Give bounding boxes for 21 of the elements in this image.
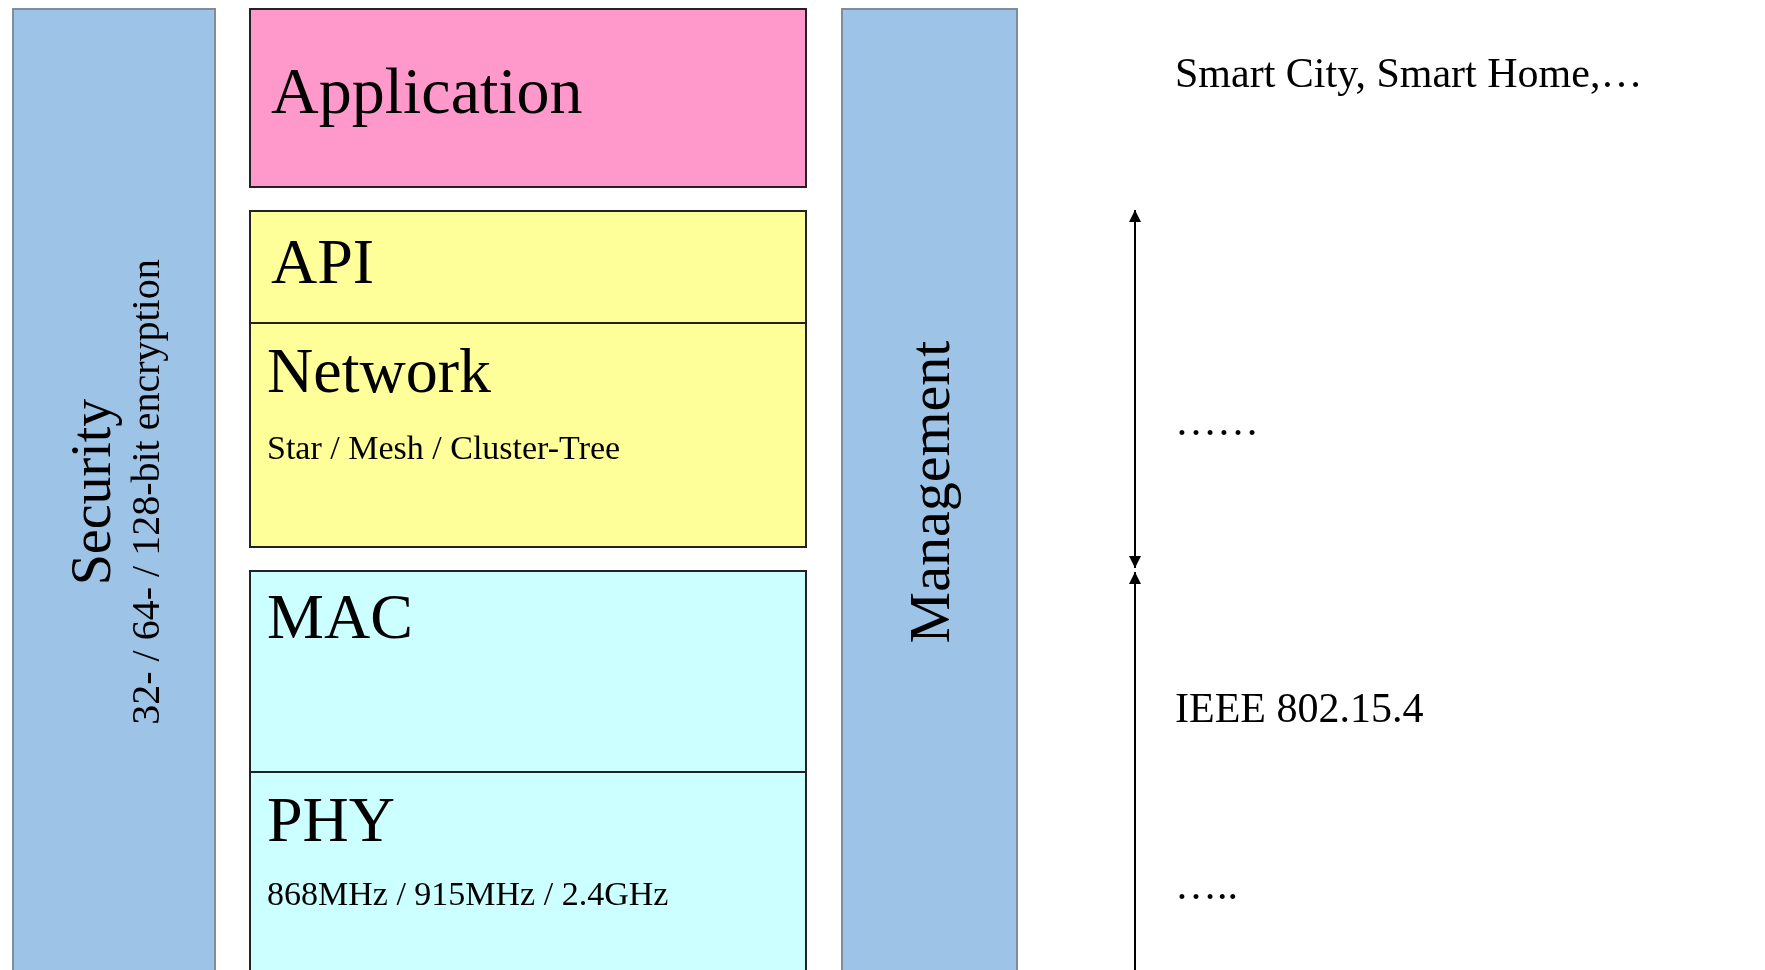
application-examples: Smart City, Smart Home,… [1175,50,1643,97]
security-bar [12,8,216,970]
protocol-text: …… [1175,398,1259,445]
layer-box [249,771,807,970]
layer-box [249,210,807,324]
layer-title: Security [58,397,123,588]
layer-box [249,322,807,548]
layer-detail: Star / Mesh / Cluster-Tree [267,429,621,467]
protocol-text: IEEE 802.15.4 [1175,685,1424,732]
protocol-text: ….. [1175,862,1238,909]
management-bar [841,8,1018,970]
layer-title: Application [271,55,583,128]
layer-title: Management [896,340,963,644]
layer-title: PHY [267,785,396,856]
layer-detail: 32- / 64- / 128-bit encryption [123,259,170,725]
layer-title: Network [267,336,491,407]
layer-title: MAC [267,582,413,653]
layer-box [249,570,807,773]
layer-box [249,8,807,188]
layer-title: API [271,227,375,298]
layer-detail: 868MHz / 915MHz / 2.4GHz [267,875,669,913]
